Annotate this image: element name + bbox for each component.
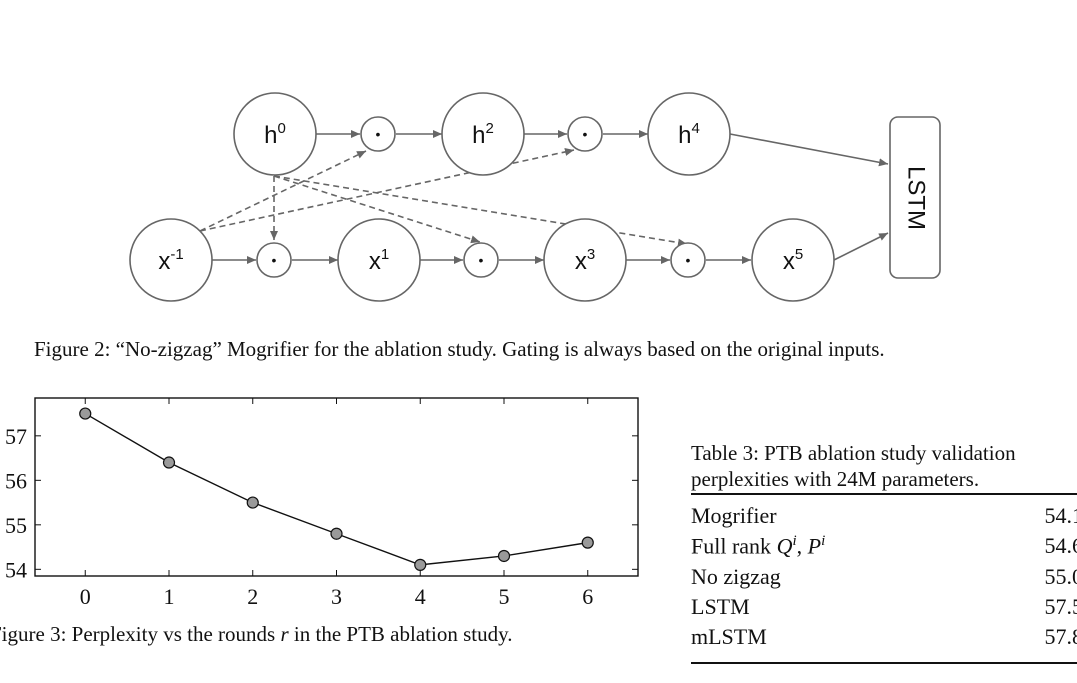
dashed-arrow-xm1-gate2 — [199, 147, 575, 232]
chart-ticks — [35, 398, 638, 576]
node-label-x1: x1 — [369, 246, 389, 275]
lstm-label: LSTM — [903, 166, 930, 230]
gate-symbol-4: • — [479, 252, 484, 268]
gate-symbol-5: • — [686, 252, 691, 268]
row-value: 55.0 — [1044, 564, 1077, 589]
data-point — [414, 558, 427, 571]
x-tick-label: 1 — [164, 584, 175, 609]
y-tick-label: 57 — [5, 424, 27, 449]
x-tick-label: 0 — [80, 584, 91, 609]
table-row: mLSTM 57.8 — [691, 624, 1077, 654]
table-row: Full rank Qi, Pi 54.6 — [691, 533, 1077, 563]
row-name: No zigzag — [691, 564, 781, 589]
x-tick-label: 2 — [247, 584, 258, 609]
dashed-arrow-xm1-gate1 — [199, 150, 367, 232]
row-value: 54.6 — [1044, 533, 1077, 558]
gate-symbol-1: • — [376, 126, 381, 142]
solid-arrows — [212, 130, 889, 264]
row-name: LSTM — [691, 594, 750, 619]
x-tick-label: 3 — [331, 584, 342, 609]
node-h4 — [647, 92, 731, 176]
data-point — [581, 536, 594, 549]
table-bottom-rule — [691, 662, 1077, 664]
gate-node-2 — [567, 116, 603, 152]
dashed-gate-arrows — [199, 147, 688, 247]
row-value: 54.1 — [1044, 503, 1077, 528]
node-label-h4: h4 — [678, 120, 700, 149]
node-label-h2: h2 — [472, 120, 494, 149]
dashed-arrow-h0-gate5 — [273, 175, 688, 247]
x-tick-label: 6 — [582, 584, 593, 609]
gate-node-5 — [670, 242, 706, 278]
table-row: No zigzag 55.0 — [691, 564, 1077, 594]
node-h2 — [441, 92, 525, 176]
data-point — [330, 527, 343, 540]
data-point — [79, 407, 92, 420]
node-label-x5: x5 — [783, 246, 803, 275]
node-label-xm1: x-1 — [158, 246, 183, 275]
table-row: Mogrifier 54.1 — [691, 503, 1077, 533]
gate-node-3 — [256, 242, 292, 278]
row-name: Mogrifier — [691, 503, 777, 528]
figure3-caption: Figure 3: Perplexity vs the rounds r in … — [0, 622, 513, 646]
node-label-h0: h0 — [264, 120, 286, 149]
dashed-arrow-h0-gate4 — [273, 175, 481, 244]
table3-caption: Table 3: PTB ablation study validation p… — [691, 441, 1016, 491]
row-name: mLSTM — [691, 624, 767, 649]
lstm-box — [889, 116, 941, 279]
node-x5 — [751, 218, 835, 302]
table-row: LSTM 57.5 — [691, 594, 1077, 624]
row-value: 57.8 — [1044, 624, 1077, 649]
node-h0 — [233, 92, 317, 176]
arrow-h4-lstm — [729, 133, 889, 167]
arrow-x5-lstm — [833, 232, 889, 261]
gate-node-4 — [463, 242, 499, 278]
y-tick-label: 55 — [5, 513, 27, 538]
y-tick-label: 56 — [5, 468, 27, 493]
series-line — [84, 412, 588, 566]
x-tick-labels: 0 1 2 3 4 5 6 — [80, 584, 594, 609]
table-top-rule — [691, 493, 1077, 495]
row-value: 57.5 — [1044, 594, 1077, 619]
gate-symbol-2: • — [583, 126, 588, 142]
data-point — [246, 496, 259, 509]
node-x1 — [337, 218, 421, 302]
x-tick-label: 4 — [415, 584, 426, 609]
node-label-x3: x3 — [575, 246, 595, 275]
node-xm1 — [129, 218, 213, 302]
x-tick-label: 5 — [499, 584, 510, 609]
figure2-caption: Figure 2: “No-zigzag” Mogrifier for the … — [34, 337, 885, 361]
series-points — [79, 407, 594, 571]
mogrifier-diagram: • • • • • h0 h2 h4 x-1 x1 x3 x5 LSTM — [129, 92, 941, 302]
y-tick-labels: 54 55 56 57 — [5, 424, 27, 583]
y-tick-label: 54 — [5, 557, 27, 582]
data-point — [162, 456, 176, 469]
gate-node-1 — [360, 116, 396, 152]
gate-symbol-3: • — [272, 252, 277, 268]
data-point — [497, 549, 511, 563]
node-x3 — [543, 218, 627, 302]
row-name: Full rank Qi, Pi — [691, 533, 826, 559]
